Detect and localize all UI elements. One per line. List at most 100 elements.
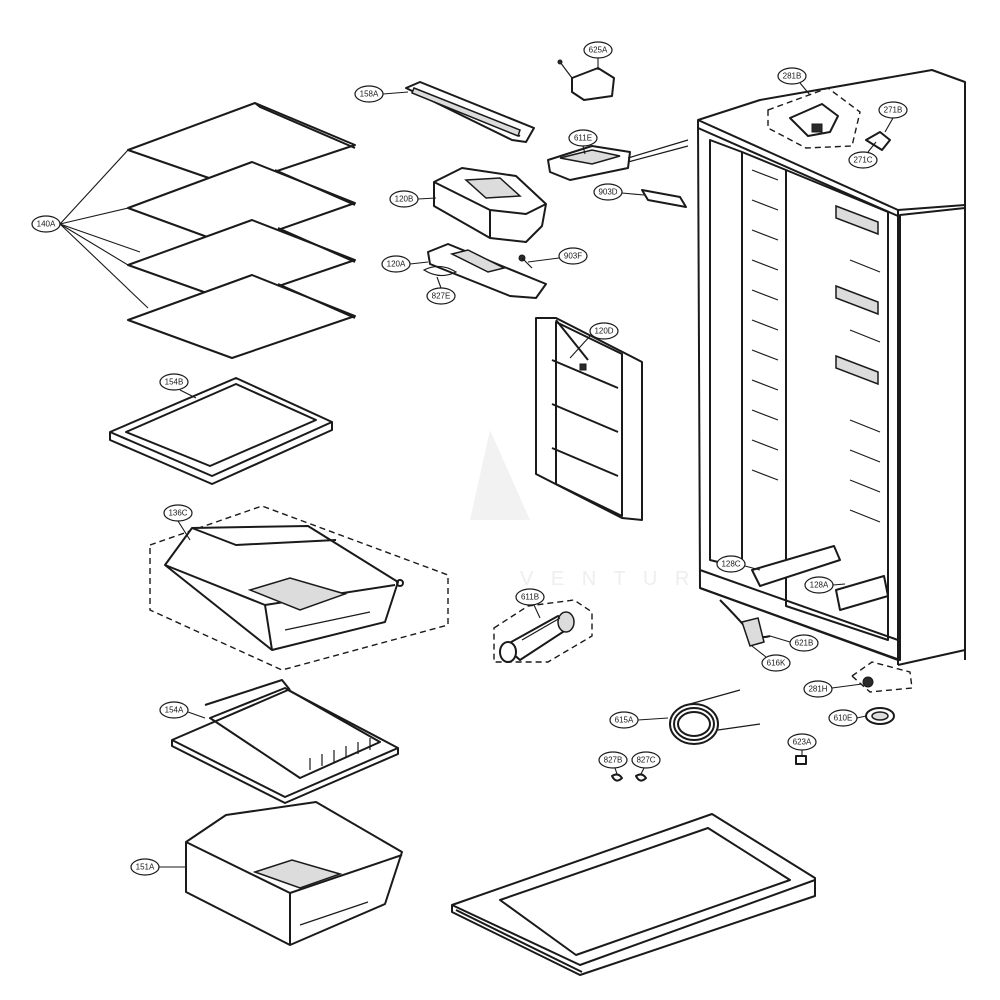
- fresh-food-rails: [835, 204, 881, 523]
- callout-827e: 827E: [426, 276, 456, 305]
- callout-bubble: [804, 576, 834, 594]
- callout-leader-line: [533, 604, 541, 619]
- callout-bubble: [583, 41, 613, 59]
- callout-label: 281B: [783, 72, 802, 81]
- callout-271b: 271B: [878, 101, 908, 133]
- callout-bubble: [159, 701, 189, 719]
- callout-leader-line: [744, 565, 761, 571]
- callout-leader-line: [867, 141, 877, 153]
- glass-shelves-140a: [59, 102, 356, 359]
- callout-label: 136C: [168, 509, 187, 518]
- callout-leader-line: [799, 82, 811, 96]
- callout-bubble: [598, 751, 628, 769]
- callout-label: 120A: [387, 260, 406, 269]
- callout-bubble: [589, 322, 619, 340]
- callout-128a: 128A: [804, 576, 846, 594]
- callout-label: 625A: [589, 46, 608, 55]
- callout-bubble: [803, 680, 833, 698]
- callout-120a: 120A: [381, 255, 429, 273]
- part-623a: [795, 755, 807, 765]
- callout-leader-line: [832, 583, 846, 586]
- part-611e: [547, 139, 689, 181]
- callout-label: 615A: [615, 716, 634, 725]
- callout-label: 151A: [136, 863, 155, 872]
- water-tube-coil-615a: [669, 689, 761, 745]
- callout-bubble: [389, 190, 419, 208]
- callout-136c: 136C: [163, 504, 193, 541]
- callout-bubble: [381, 255, 411, 273]
- callout-bubble: [631, 751, 661, 769]
- tray-154a: [171, 679, 399, 804]
- callout-bubble: [568, 129, 598, 147]
- part-827e: [422, 265, 458, 277]
- callout-label: 128C: [721, 560, 740, 569]
- callout-bubble: [848, 151, 878, 169]
- callout-label: 154A: [165, 706, 184, 715]
- part-610e: [865, 707, 895, 725]
- callout-label: 827C: [636, 756, 655, 765]
- callout-151a: 151A: [130, 858, 186, 876]
- callout-bubble: [787, 733, 817, 751]
- callout-827b: 827B: [598, 751, 628, 775]
- vegetable-drawer-151a: [185, 801, 403, 946]
- callout-bubble: [716, 555, 746, 573]
- crisper-drawer-136c: [149, 505, 449, 671]
- tray-ribs: [309, 738, 371, 770]
- refrigerator-cabinet: [697, 69, 966, 693]
- callout-616k: 616K: [751, 645, 791, 672]
- callout-label: 827B: [604, 756, 623, 765]
- callout-leader-line: [751, 645, 767, 658]
- callout-leader-line: [177, 520, 191, 541]
- callout-leader-line: [382, 91, 409, 95]
- callout-610e: 610E: [828, 709, 867, 727]
- callout-leader-line: [436, 276, 442, 289]
- part-827b: [611, 773, 623, 782]
- callout-bubble: [789, 634, 819, 652]
- callout-bubble: [515, 588, 545, 606]
- callout-615a: 615A: [609, 711, 669, 729]
- callout-label: 271C: [853, 156, 872, 165]
- callout-leader-line: [569, 335, 591, 359]
- callout-bubble: [761, 654, 791, 672]
- callout-label: 271B: [884, 106, 903, 115]
- callout-label: 158A: [360, 90, 379, 99]
- callout-label: 120D: [594, 327, 613, 336]
- freezer-rails: [751, 169, 779, 481]
- callout-label: 903F: [564, 252, 582, 261]
- part-625a: [557, 59, 615, 101]
- callout-154b: 154B: [159, 373, 197, 399]
- callout-leader-line: [831, 683, 863, 689]
- part-158a: [405, 81, 535, 143]
- callout-label: 281H: [808, 685, 827, 694]
- callout-label: 611E: [574, 134, 592, 143]
- callout-leader-line: [637, 717, 669, 721]
- callout-leader-line: [884, 117, 894, 133]
- callout-leader-line: [621, 192, 645, 196]
- callout-bubble: [163, 504, 193, 522]
- callout-281h: 281H: [803, 680, 863, 698]
- callout-140a: 140A: [31, 215, 61, 233]
- callout-label: 827E: [432, 292, 451, 301]
- callout-leader-line: [614, 767, 618, 775]
- callout-bubble: [828, 709, 858, 727]
- callout-bubble: [426, 287, 456, 305]
- callout-621b: 621B: [769, 634, 819, 652]
- watermark-text: V E N T U R E: [520, 568, 726, 590]
- bottom-freezer-tray: [451, 813, 816, 976]
- callout-611e: 611E: [568, 129, 598, 155]
- callout-label: 616K: [767, 659, 786, 668]
- part-120b: [433, 167, 547, 243]
- callout-label: 128A: [810, 581, 829, 590]
- callout-154a: 154A: [159, 701, 206, 719]
- callout-label: 154B: [165, 378, 184, 387]
- callout-label: 623A: [793, 738, 812, 747]
- part-903d: [641, 189, 687, 208]
- callout-271c: 271C: [848, 141, 878, 169]
- part-callouts: 625A158A281B271B611E271C903D120B140A120A…: [31, 41, 908, 876]
- callout-leader-line: [640, 767, 645, 775]
- part-120a: [427, 243, 547, 299]
- callout-903f: 903F: [527, 247, 588, 265]
- callout-bubble: [558, 247, 588, 265]
- callout-bubble: [593, 183, 623, 201]
- callout-bubble: [130, 858, 160, 876]
